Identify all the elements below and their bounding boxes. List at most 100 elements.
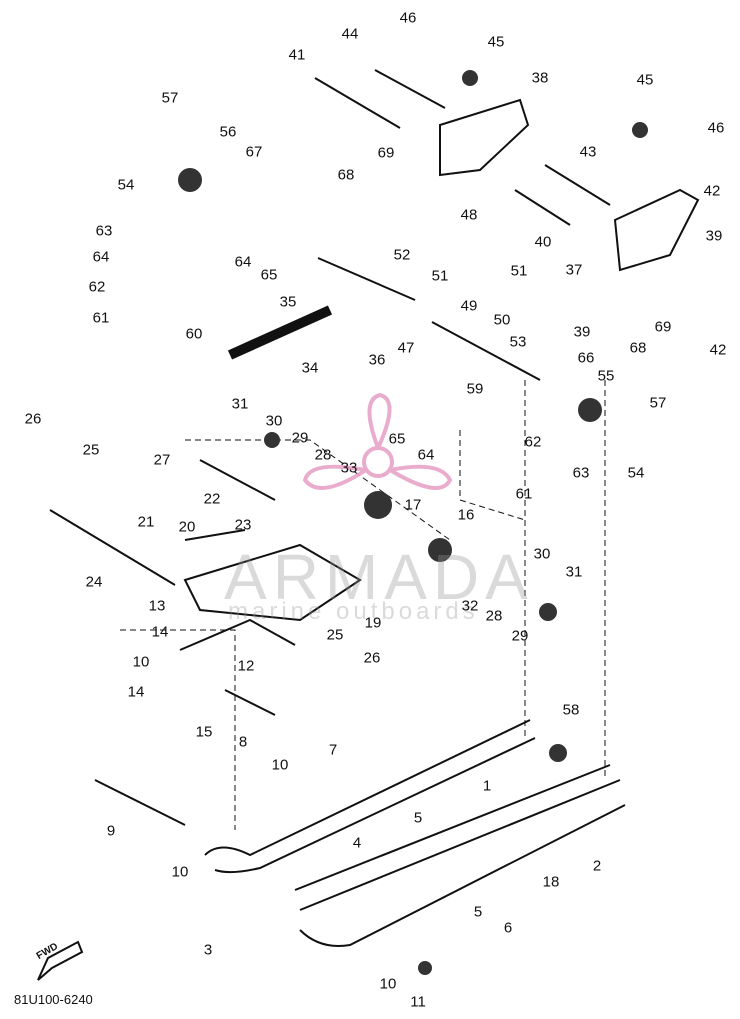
callout-56: 56	[219, 123, 237, 141]
block-16	[428, 538, 452, 562]
callout-54: 54	[627, 464, 645, 482]
callout-53: 53	[509, 333, 527, 351]
plate-56	[178, 168, 202, 192]
shaft-27	[199, 459, 276, 501]
callout-55: 55	[597, 367, 615, 385]
callout-63: 63	[572, 464, 590, 482]
cap-58	[549, 744, 567, 762]
fwd-arrow	[37, 940, 84, 981]
callout-1: 1	[482, 777, 492, 795]
block-17	[364, 491, 392, 519]
rail-2	[299, 804, 626, 947]
callout-42: 42	[703, 182, 721, 200]
bracket-37	[613, 188, 700, 272]
callout-5: 5	[473, 903, 483, 921]
callout-21: 21	[137, 513, 155, 531]
callout-18: 18	[542, 873, 560, 891]
callout-62: 62	[524, 433, 542, 451]
callout-20: 20	[178, 518, 196, 536]
callout-42: 42	[709, 341, 727, 359]
shaft-40	[514, 189, 571, 226]
callout-49: 49	[460, 297, 478, 315]
callout-52: 52	[393, 246, 411, 264]
callout-30: 30	[533, 545, 551, 563]
callout-64: 64	[234, 253, 252, 271]
callout-50: 50	[493, 311, 511, 329]
callout-16: 16	[457, 506, 475, 524]
callout-59: 59	[466, 380, 484, 398]
callout-11: 11	[410, 993, 426, 1011]
callout-69: 69	[377, 144, 395, 162]
rail-1-lower	[299, 779, 621, 911]
callout-10: 10	[171, 863, 189, 881]
frame-19	[183, 543, 362, 622]
callout-8: 8	[238, 733, 248, 751]
callout-28: 28	[485, 607, 503, 625]
callout-7: 7	[328, 741, 338, 759]
callout-25: 25	[326, 626, 344, 644]
callout-65: 65	[260, 266, 278, 284]
callout-31: 31	[565, 563, 583, 581]
callout-4: 4	[352, 834, 362, 852]
callout-37: 37	[565, 261, 583, 279]
callout-64: 64	[92, 248, 110, 266]
callout-10: 10	[271, 756, 289, 774]
rod-44	[374, 69, 446, 109]
callout-26: 26	[24, 410, 42, 428]
callout-48: 48	[460, 206, 478, 224]
callout-17: 17	[404, 496, 422, 514]
callout-38: 38	[531, 69, 549, 87]
callout-29: 29	[511, 627, 529, 645]
knob-45-left	[462, 70, 478, 86]
callout-41: 41	[288, 46, 306, 64]
callout-51: 51	[510, 262, 528, 280]
watermark-subtitle: marine outboards	[228, 598, 479, 625]
callout-14: 14	[127, 683, 145, 701]
callout-32: 32	[461, 597, 479, 615]
callout-3: 3	[203, 941, 213, 959]
bolt-9	[94, 779, 186, 826]
callout-47: 47	[397, 339, 415, 357]
shaft-8	[224, 689, 276, 716]
callout-33: 33	[340, 459, 358, 477]
shaft-47	[317, 257, 416, 301]
link-20	[184, 529, 246, 541]
callout-44: 44	[341, 25, 359, 43]
callout-19: 19	[364, 614, 382, 632]
watermark-title: ARMADA	[224, 541, 534, 613]
callout-68: 68	[337, 166, 355, 184]
watermark-logo	[302, 392, 453, 490]
arm-12	[179, 618, 296, 651]
callout-31: 31	[231, 395, 249, 413]
rod-41	[314, 77, 401, 129]
bracket-38	[439, 98, 530, 177]
callout-24: 24	[85, 573, 103, 591]
knob-45-right	[632, 122, 648, 138]
callout-6: 6	[503, 919, 513, 937]
plate-55	[578, 398, 602, 422]
callout-60: 60	[185, 325, 203, 343]
callout-61: 61	[515, 485, 533, 503]
callout-2: 2	[592, 857, 602, 875]
callout-68: 68	[629, 339, 647, 357]
callout-69: 69	[654, 318, 672, 336]
callout-5: 5	[413, 809, 423, 827]
nut-11	[418, 961, 432, 975]
callout-12: 12	[237, 657, 255, 675]
callout-39: 39	[573, 323, 591, 341]
callout-43: 43	[579, 143, 597, 161]
callout-67: 67	[245, 143, 263, 161]
callout-15: 15	[195, 723, 213, 741]
callout-29: 29	[291, 429, 309, 447]
callout-36: 36	[368, 351, 386, 369]
rail-1	[294, 764, 611, 891]
callout-30: 30	[265, 412, 283, 430]
callout-26: 26	[363, 649, 381, 667]
callout-65: 65	[388, 430, 406, 448]
callout-66: 66	[577, 349, 595, 367]
callout-62: 62	[88, 278, 106, 296]
shaft-53	[431, 321, 541, 381]
bushing-30	[539, 603, 557, 621]
